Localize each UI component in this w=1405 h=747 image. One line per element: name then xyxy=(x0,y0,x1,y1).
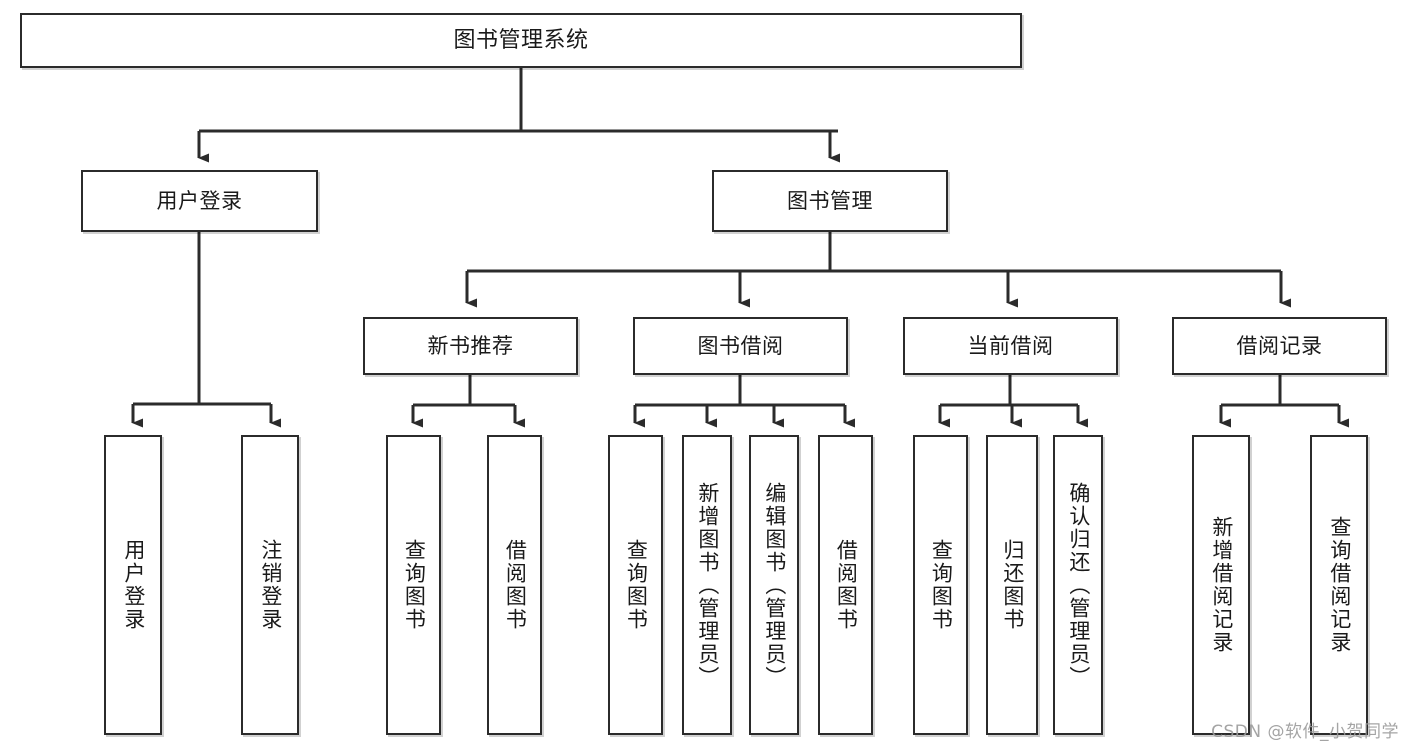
node-root-book-management-system[interactable]: 图书管理系统 xyxy=(20,13,1022,68)
node-label: 查询图书 xyxy=(402,539,427,631)
node-label: 注销登录 xyxy=(258,539,283,631)
node-leaf-edit-book-admin[interactable]: 编辑图书（管理员） xyxy=(749,435,799,735)
node-label: 编辑图书（管理员） xyxy=(762,481,787,689)
node-label: 图书管理系统 xyxy=(453,27,589,53)
node-new-book-recommend[interactable]: 新书推荐 xyxy=(363,317,578,375)
node-label: 用户登录 xyxy=(156,188,243,213)
node-leaf-add-book-admin[interactable]: 新增图书（管理员） xyxy=(682,435,732,735)
node-leaf-add-borrow-record[interactable]: 新增借阅记录 xyxy=(1192,435,1250,735)
node-label: 借阅图书 xyxy=(834,539,859,631)
node-leaf-query-book-borrow[interactable]: 查询图书 xyxy=(608,435,663,735)
node-borrow-record[interactable]: 借阅记录 xyxy=(1172,317,1387,375)
node-user-login[interactable]: 用户登录 xyxy=(81,170,318,232)
node-leaf-query-book-recommend[interactable]: 查询图书 xyxy=(386,435,441,735)
node-current-borrow[interactable]: 当前借阅 xyxy=(903,317,1118,375)
node-label: 借阅图书 xyxy=(503,539,528,631)
node-leaf-confirm-return-admin[interactable]: 确认归还（管理员） xyxy=(1053,435,1103,735)
node-label: 新书推荐 xyxy=(427,333,514,358)
node-label: 新增借阅记录 xyxy=(1209,516,1234,654)
node-label: 查询借阅记录 xyxy=(1327,516,1352,654)
watermark-text: CSDN @软件_小贺同学 xyxy=(1211,722,1399,742)
node-label: 借阅记录 xyxy=(1236,333,1323,358)
node-label: 用户登录 xyxy=(121,539,146,631)
node-book-borrow[interactable]: 图书借阅 xyxy=(633,317,848,375)
node-leaf-borrow-book-recommend[interactable]: 借阅图书 xyxy=(487,435,542,735)
node-leaf-query-borrow-record[interactable]: 查询借阅记录 xyxy=(1310,435,1368,735)
node-leaf-return-book[interactable]: 归还图书 xyxy=(986,435,1038,735)
node-label: 查询图书 xyxy=(624,539,649,631)
node-label: 查询图书 xyxy=(929,539,954,631)
node-leaf-query-book-current[interactable]: 查询图书 xyxy=(913,435,968,735)
node-label: 确认归还（管理员） xyxy=(1066,481,1091,689)
node-leaf-user-login[interactable]: 用户登录 xyxy=(104,435,162,735)
node-label: 当前借阅 xyxy=(967,333,1054,358)
node-book-manage[interactable]: 图书管理 xyxy=(712,170,948,232)
node-leaf-user-logout[interactable]: 注销登录 xyxy=(241,435,299,735)
node-label: 新增图书（管理员） xyxy=(695,481,720,689)
node-label: 归还图书 xyxy=(1000,539,1025,631)
node-label: 图书借阅 xyxy=(697,333,784,358)
node-label: 图书管理 xyxy=(787,188,873,213)
node-leaf-borrow-book[interactable]: 借阅图书 xyxy=(818,435,873,735)
